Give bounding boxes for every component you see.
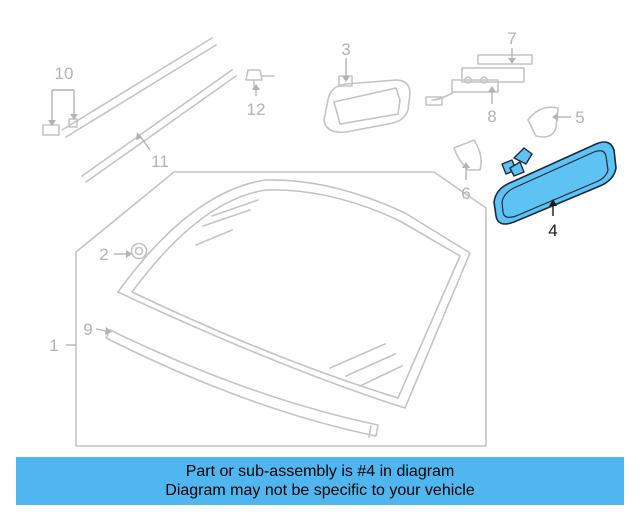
- windshield-panel-part-1: [75, 171, 487, 447]
- callout-7: 7: [507, 29, 516, 48]
- exploded-parts-diagram: 1 2 3 4 5 6 7 8 9 10 11 12: [42, 29, 617, 447]
- inside-mirror-part-4[interactable]: [493, 141, 617, 225]
- part-info-banner: Part or sub-assembly is #4 in diagram Di…: [16, 457, 624, 505]
- callout-9: 9: [83, 320, 92, 339]
- callout-10: 10: [55, 64, 74, 83]
- callout-5: 5: [575, 108, 584, 127]
- bracket-part-8: [425, 54, 533, 106]
- callout-2: 2: [99, 245, 108, 264]
- mirror-cover-part-5: [527, 106, 559, 138]
- callout-12: 12: [247, 100, 266, 119]
- lower-molding-part-9: [105, 329, 379, 438]
- callout-8: 8: [487, 107, 496, 126]
- side-molding-part-11: [61, 37, 237, 183]
- clip-part-10: [42, 118, 78, 136]
- clip-part-2: [130, 242, 148, 260]
- callout-leaders: [51, 48, 571, 346]
- rearview-mirror-part-3: [323, 75, 411, 134]
- banner-disclaimer: Diagram may not be specific to your vehi…: [165, 482, 475, 499]
- banner-part-note: Part or sub-assembly is #4 in diagram: [185, 463, 455, 480]
- callout-labels: 1 2 3 4 5 6 7 8 9 10 11 12: [49, 29, 584, 355]
- windshield-glass: [117, 179, 471, 409]
- callout-6: 6: [461, 184, 470, 203]
- callout-4[interactable]: 4: [548, 221, 557, 240]
- callout-arrowheads: [48, 58, 558, 335]
- callout-3: 3: [341, 40, 350, 59]
- callout-11: 11: [151, 152, 169, 171]
- mirror-mount-part-6: [453, 139, 482, 171]
- screw-part-12: [245, 69, 275, 89]
- callout-1: 1: [49, 336, 58, 355]
